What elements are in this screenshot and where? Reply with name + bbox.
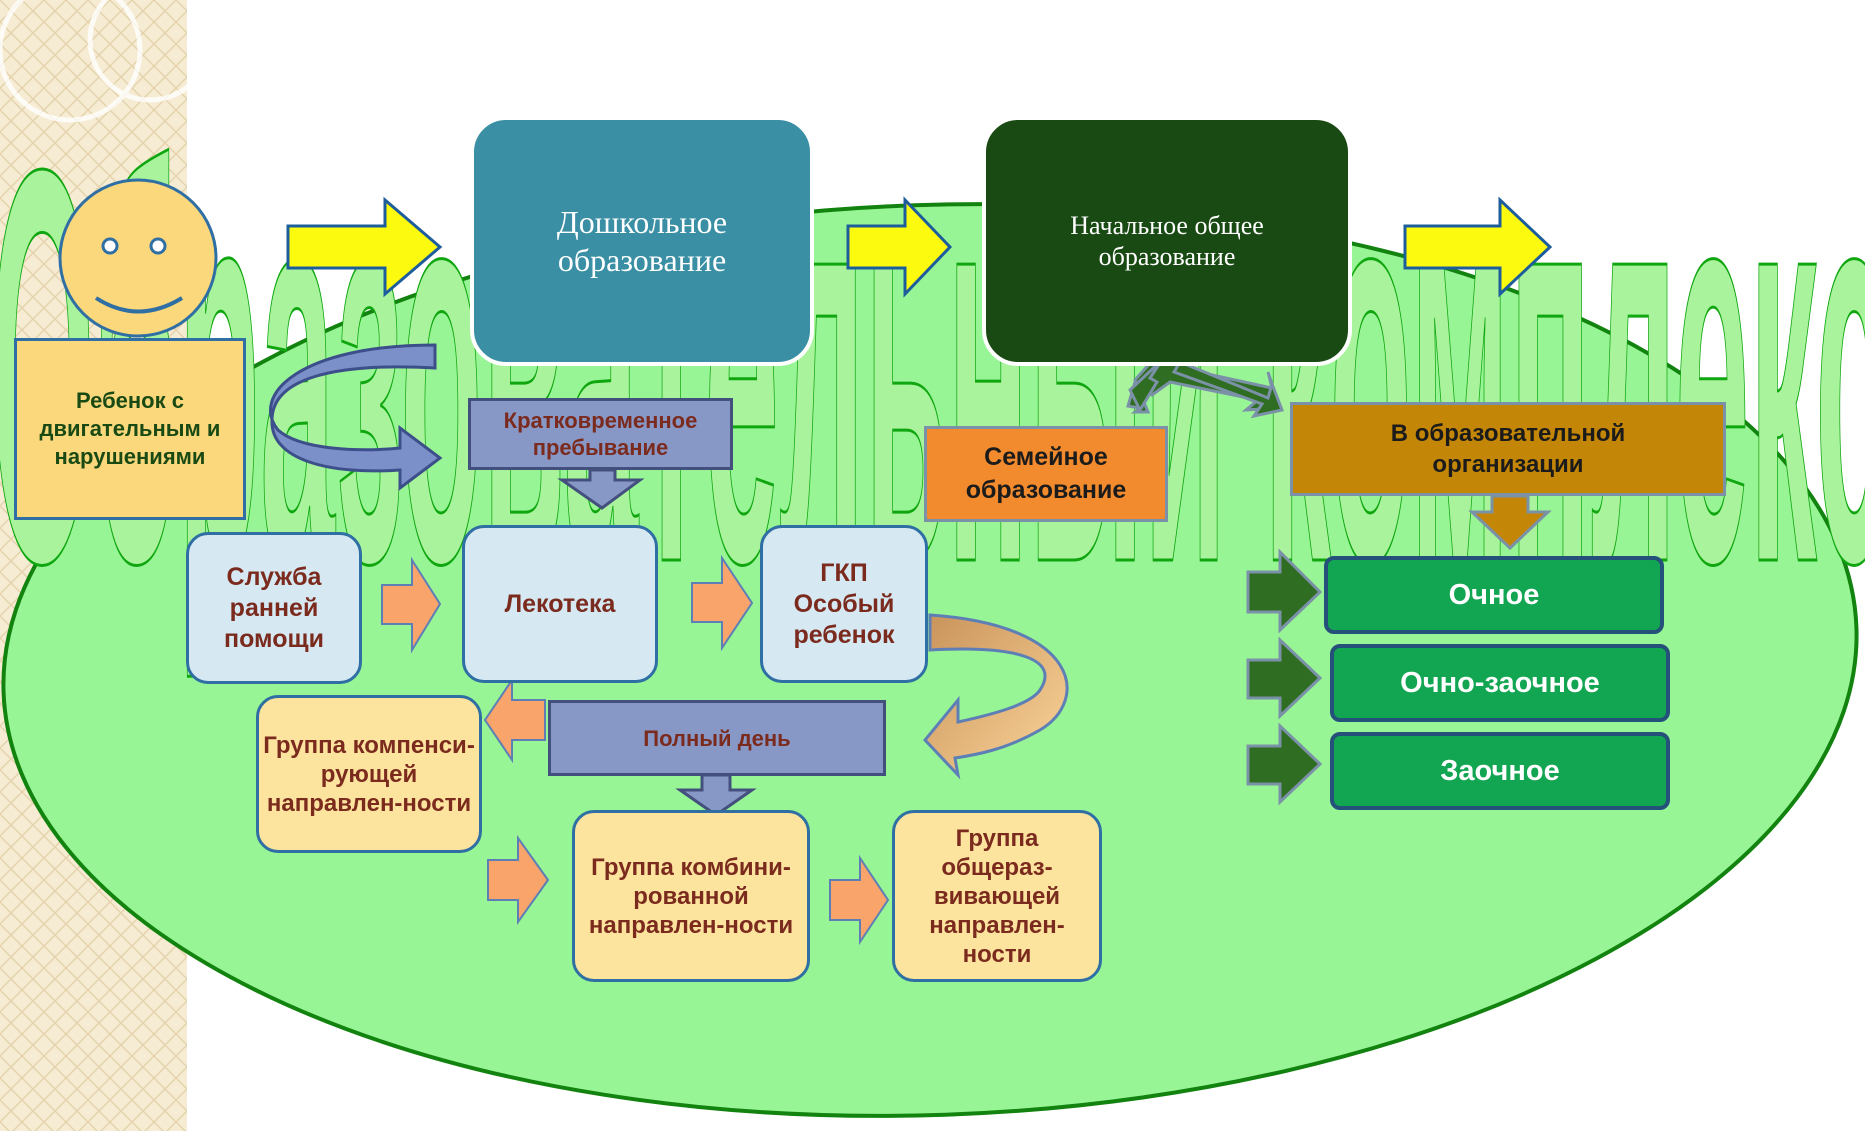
form-part-time: Очно-заочное: [1330, 644, 1670, 722]
form-distance-label: Заочное: [1440, 754, 1560, 787]
yellow-arrows: [286, 196, 1553, 298]
lekoteka-label: Лекотека: [504, 589, 616, 618]
orange-arrows: [381, 554, 890, 946]
arrow-to-combined: [487, 834, 550, 926]
arrow-down-combined: [675, 773, 757, 817]
compensating-label: Группа компенси-рующей направлен-ности: [263, 731, 475, 817]
child-smiley-icon: [58, 178, 218, 338]
arrow-to-primary: [846, 196, 953, 298]
combined-label: Группа комбини-рованной направлен-ности: [588, 853, 794, 939]
short-stay-label: Кратковременное пребывание: [503, 408, 698, 460]
preschool-box: Дошкольное образование: [470, 116, 814, 366]
general-box: Группа общераз-вивающей направлен-ности: [892, 810, 1102, 982]
in-org-label: В образовательной организации: [1390, 420, 1626, 478]
lekoteka-box: Лекотека: [462, 525, 658, 683]
arrow-form-1: [1246, 548, 1323, 634]
form-part-time-label: Очно-заочное: [1400, 666, 1600, 699]
combined-box: Группа комбини-рованной направлен-ности: [572, 810, 810, 982]
full-day-box: Полный день: [548, 700, 886, 776]
arrow-form-2: [1246, 636, 1323, 720]
arrow-to-preschool: [286, 196, 443, 298]
primary-branch-arrows: [1126, 349, 1285, 419]
arrow-form-3: [1246, 722, 1323, 806]
arrow-early-lekoteka: [381, 556, 442, 654]
early-help-label: Служба ранней помощи: [224, 562, 324, 653]
arrow-to-in-org: [1171, 360, 1285, 419]
form-full-time: Очное: [1324, 556, 1664, 634]
arrow-down-forms: [1468, 494, 1552, 551]
arrow-to-next: [1403, 196, 1553, 298]
arrow-to-general: [829, 854, 890, 946]
form-distance: Заочное: [1330, 732, 1670, 810]
general-label: Группа общераз-вивающей направлен-ности: [929, 824, 1065, 968]
full-day-label: Полный день: [643, 725, 791, 751]
gkp-label: ГКП Особый ребенок: [793, 558, 895, 649]
forms-arrows: [1246, 548, 1323, 806]
arrow-lekoteka-gkp: [691, 554, 754, 652]
in-org-box: В образовательной организации: [1290, 402, 1726, 496]
preschool-label: Дошкольное образование: [556, 204, 728, 278]
family-label: Семейное образование: [965, 443, 1127, 504]
arrow-to-family: [1128, 358, 1164, 414]
primary-label: Начальное общее образование: [1070, 211, 1264, 271]
family-box: Семейное образование: [924, 426, 1168, 522]
primary-box: Начальное общее образование: [982, 116, 1352, 366]
form-full-time-label: Очное: [1448, 578, 1540, 611]
decor-circles: [0, 0, 213, 123]
arrow-to-compensating: [483, 676, 546, 764]
child-label: Ребенок с двигательным и нарушениями: [39, 388, 221, 469]
child-label-box: Ребенок с двигательным и нарушениями: [14, 338, 246, 520]
early-help-box: Служба ранней помощи: [186, 532, 362, 684]
short-stay-box: Кратковременное пребывание: [468, 398, 733, 470]
compensating-box: Группа компенси-рующей направлен-ности: [256, 695, 482, 853]
curved-arrow-child: [269, 343, 443, 491]
curved-arrow-gkp: [923, 613, 1069, 780]
arrow-down-lekoteka: [557, 468, 645, 510]
gkp-box: ГКП Особый ребенок: [760, 525, 928, 683]
